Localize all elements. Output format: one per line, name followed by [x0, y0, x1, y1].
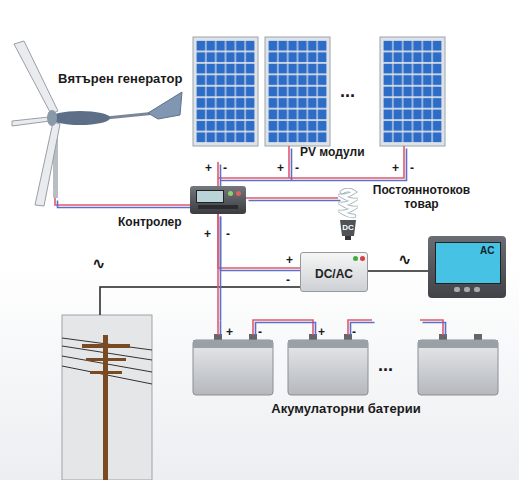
polarity-sign: +	[205, 162, 212, 174]
polarity-sign: +	[226, 326, 233, 338]
inverter-box: DC/AC	[300, 252, 368, 292]
ac-symbol: ∿	[92, 256, 105, 272]
component-label: Акумулаторни батерии	[190, 402, 502, 417]
wind-generator: Вятърен генератор	[4, 40, 187, 198]
pv-modules: PV модули	[190, 34, 448, 162]
wire-line	[246, 197, 338, 199]
battery-wires	[218, 318, 446, 336]
wire-connector	[55, 198, 193, 208]
polarity-sign: +	[286, 254, 293, 266]
wire-connector	[368, 271, 428, 272]
grid-wire	[100, 287, 300, 315]
polarity-sign: -	[295, 162, 299, 174]
ellipsis-mark: ...	[340, 82, 355, 100]
polarity-sign: -	[226, 228, 230, 240]
screen-marking: AC	[480, 245, 494, 257]
wire-connector	[218, 214, 303, 271]
wire-line	[58, 201, 193, 208]
polarity-sign: +	[204, 228, 211, 240]
wire-line	[368, 270, 428, 272]
charge-controller: Контролер	[190, 186, 246, 214]
wire-line	[217, 162, 219, 186]
polarity-sign: +	[392, 162, 399, 174]
ac-symbol: ∿	[398, 252, 411, 268]
wire-line	[220, 165, 222, 189]
polarity-sign: -	[410, 162, 414, 174]
polarity-sign: -	[352, 326, 356, 338]
wire-line	[249, 200, 341, 202]
wire-line	[55, 198, 190, 205]
inverter-marking: DC/AC	[315, 268, 353, 282]
polarity-sign: -	[223, 162, 227, 174]
wire-line	[221, 217, 303, 271]
polarity-sign: -	[258, 326, 262, 338]
wire-line	[220, 217, 222, 321]
wire-connector	[246, 198, 341, 201]
wire-line	[218, 214, 300, 268]
wire-connector	[218, 214, 221, 321]
polarity-sign: +	[277, 162, 284, 174]
lamp-marking: DC	[338, 223, 358, 232]
wire-line	[217, 214, 219, 318]
power-grid	[62, 315, 152, 480]
panel-wires	[218, 146, 407, 181]
polarity-sign: -	[286, 274, 290, 286]
ellipsis-mark: ...	[378, 356, 393, 374]
wind-turbine	[12, 41, 182, 206]
dc-load-lamp: DCПостояннотоков товар	[338, 188, 358, 240]
wire-connector	[218, 162, 221, 189]
battery-bank: Акумулаторни батерии	[190, 318, 502, 420]
component-label: Контролер	[118, 216, 182, 230]
pv-panels	[193, 37, 445, 146]
component-label: Вятърен генератор	[58, 72, 182, 87]
batteries	[193, 334, 498, 395]
component-label: PV модули	[300, 146, 365, 160]
polarity-sign: +	[318, 326, 325, 338]
ac-load-monitor: AC	[428, 236, 506, 298]
component-label: Постояннотоков товар	[364, 184, 479, 212]
